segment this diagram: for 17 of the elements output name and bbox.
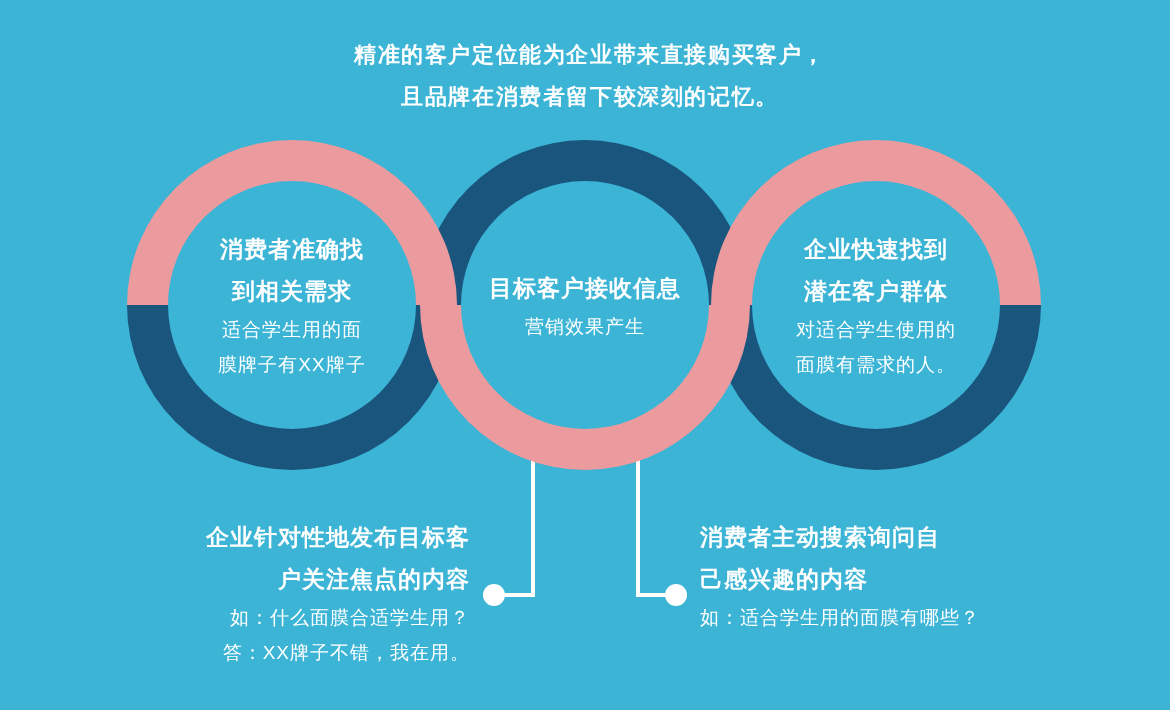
ring-heading: 目标客户接收信息 (489, 273, 681, 303)
ring-text: 对适合学生使用的面膜有需求的人。 (795, 318, 957, 377)
callout-text: 如：适合学生用的面膜有哪些？ (700, 606, 980, 630)
ring-heading: 消费者准确找到相关需求 (219, 235, 365, 306)
callout-heading: 企业针对性地发布目标客户关注焦点的内容 (205, 523, 470, 594)
callout-text: 答：XX牌子不错，我在用。 (222, 641, 470, 665)
callout-heading: 消费者主动搜索询问自己感兴趣的内容 (700, 523, 941, 594)
leader-line (636, 459, 687, 606)
ring-heading: 企业快速找到潜在客户群体 (803, 235, 949, 306)
title: 精准的客户定位能为企业带来直接购买客户，且品牌在消费者留下较深刻的记忆。 (352, 41, 827, 111)
ring (127, 140, 457, 470)
ring-text: 营销效果产生 (525, 314, 645, 339)
leader-line (483, 459, 535, 606)
ring (420, 140, 750, 470)
ring (711, 140, 1041, 470)
callout-text: 如：什么面膜合适学生用？ (230, 606, 470, 630)
ring-text: 适合学生用的面膜牌子有XX牌子 (217, 318, 367, 377)
